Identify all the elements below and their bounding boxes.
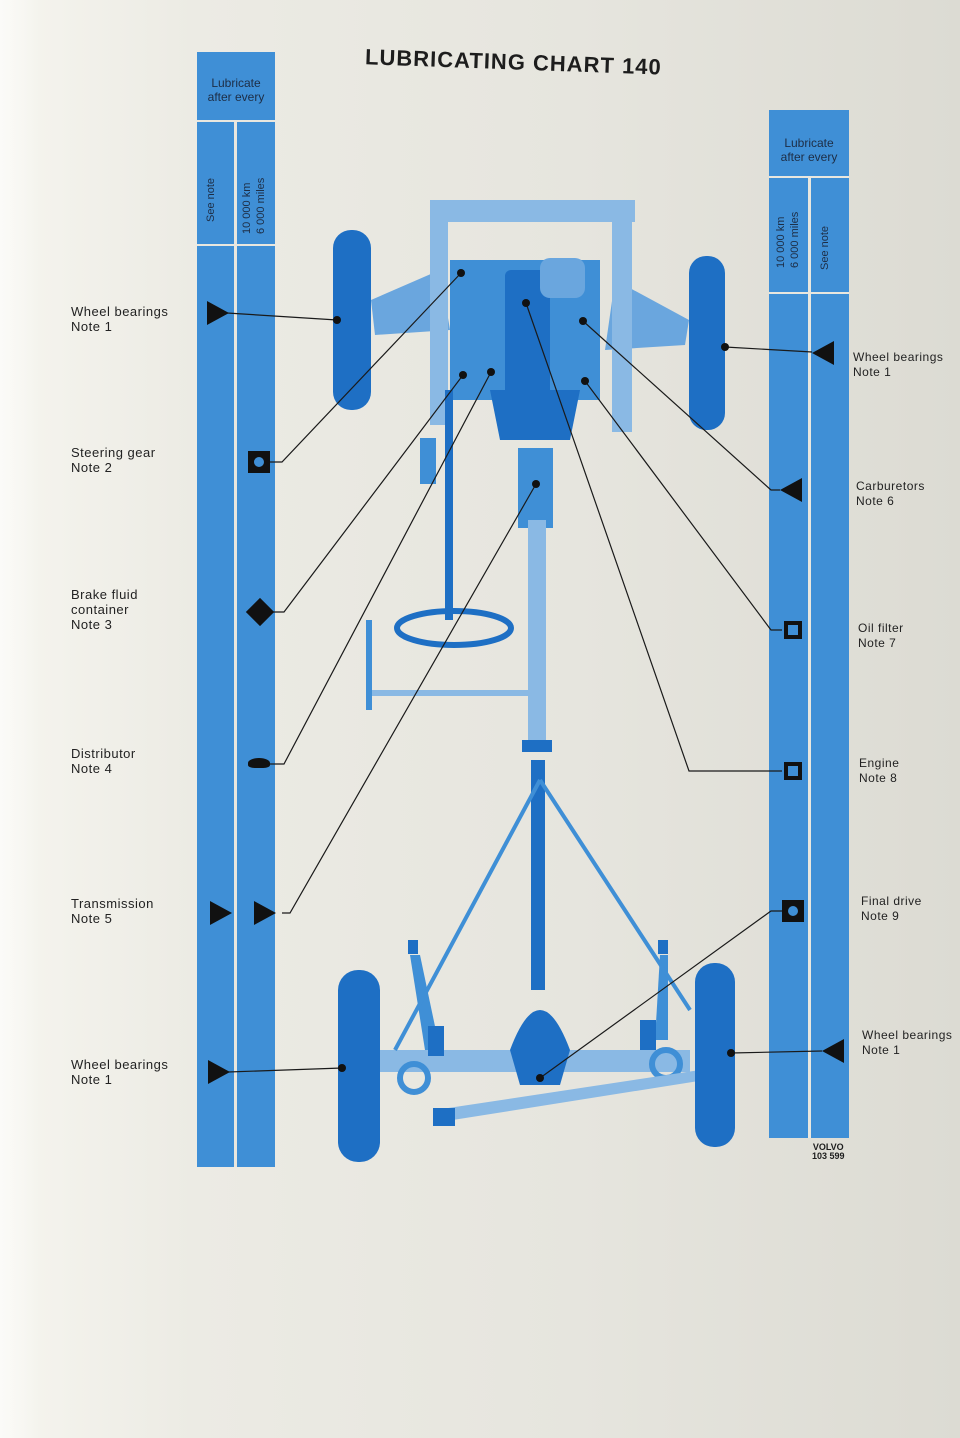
label-line: Brake fluid: [71, 587, 138, 602]
distributor-marker: [248, 758, 270, 768]
label-oil-filter: Oil filter Note 7: [858, 621, 904, 651]
label-line: Note 1: [71, 1072, 113, 1087]
engine-block: [450, 258, 600, 440]
carburetors-marker: [780, 478, 802, 502]
front-suspension: [371, 200, 689, 432]
label-line: Note 9: [861, 909, 900, 923]
pedal-linkage: [366, 620, 532, 710]
transmission-and-driveshaft: [518, 448, 553, 990]
label-wheel-bearings-front-right: Wheel bearings Note 1: [853, 350, 943, 380]
transmission-marker-b: [254, 901, 276, 925]
front-right-wheel: [689, 256, 725, 430]
label-line: Note 1: [71, 319, 113, 334]
leader-lines: [226, 272, 823, 1079]
label-line: Steering gear: [71, 445, 156, 460]
left-column-header: Lubricate after every: [197, 52, 275, 104]
label-line: Note 5: [71, 911, 113, 926]
label-line: Oil filter: [858, 621, 904, 635]
right-header-line2: after every: [780, 150, 838, 164]
steering-column: [394, 390, 514, 648]
right-column-header: Lubricate after every: [769, 110, 849, 164]
label-wheel-bearings-front: Wheel bearings Note 1: [71, 304, 168, 334]
left-header-line2: after every: [207, 90, 265, 104]
label-line: Wheel bearings: [71, 304, 169, 319]
front-left-wheel: [333, 230, 371, 410]
lubrication-points: [333, 269, 735, 1082]
label-steering-gear: Steering gear Note 2: [71, 445, 156, 475]
left-column-split: [234, 120, 237, 1167]
final-drive-marker: [782, 900, 804, 922]
label-engine: Engine Note 8: [859, 756, 899, 786]
label-brake-fluid-container: Brake fluid container Note 3: [71, 587, 138, 632]
label-line: Note 8: [859, 771, 898, 785]
steering-gear-marker: [248, 451, 270, 473]
label-line: Note 2: [71, 460, 113, 475]
rear-right-wheel: [695, 963, 735, 1147]
label-line: Wheel bearings: [862, 1028, 953, 1042]
label-wheel-bearings-rear: Wheel bearings Note 1: [71, 1057, 168, 1087]
label-line: Note 1: [862, 1043, 901, 1057]
transmission-marker-a: [210, 901, 232, 925]
label-carburetors: Carburetors Note 6: [856, 479, 925, 509]
volvo-stamp: VOLVO 103 599: [812, 1143, 845, 1161]
label-final-drive: Final drive Note 9: [861, 894, 922, 924]
right-column-split: [808, 176, 811, 1138]
right-header-line1: Lubricate: [784, 136, 834, 150]
wheel-bearings-rear-right-marker: [822, 1039, 844, 1063]
label-transmission: Transmission Note 5: [71, 896, 154, 926]
label-line: Note 4: [71, 761, 113, 776]
wheel-bearings-front-marker: [207, 301, 229, 325]
oil-filter-marker: [784, 621, 802, 639]
label-distributor: Distributor Note 4: [71, 746, 136, 776]
label-line: Transmission: [71, 896, 154, 911]
label-wheel-bearings-rear-right: Wheel bearings Note 1: [862, 1028, 952, 1058]
label-line: Note 7: [858, 636, 897, 650]
label-line: Wheel bearings: [853, 350, 944, 364]
rear-left-wheel: [338, 970, 380, 1162]
label-line: Distributor: [71, 746, 136, 761]
label-line: Engine: [859, 756, 900, 770]
left-header-line1: Lubricate: [211, 76, 261, 90]
label-line: Note 1: [853, 365, 892, 379]
label-line: container: [71, 602, 129, 617]
wheel-bearings-front-right-marker: [812, 341, 834, 365]
label-line: Note 6: [856, 494, 895, 508]
label-line: Wheel bearings: [71, 1057, 169, 1072]
engine-marker: [784, 762, 802, 780]
wheel-bearings-rear-marker: [208, 1060, 230, 1084]
stamp-line2: 103 599: [812, 1151, 845, 1161]
right-interval-column: Lubricate after every 10 000 km 6 000 mi…: [769, 110, 849, 1138]
label-line: Carburetors: [856, 479, 925, 493]
stamp-line1: VOLVO: [812, 1142, 844, 1152]
label-line: Final drive: [861, 894, 922, 908]
label-line: Note 3: [71, 617, 113, 632]
rear-axle: [380, 778, 705, 1126]
